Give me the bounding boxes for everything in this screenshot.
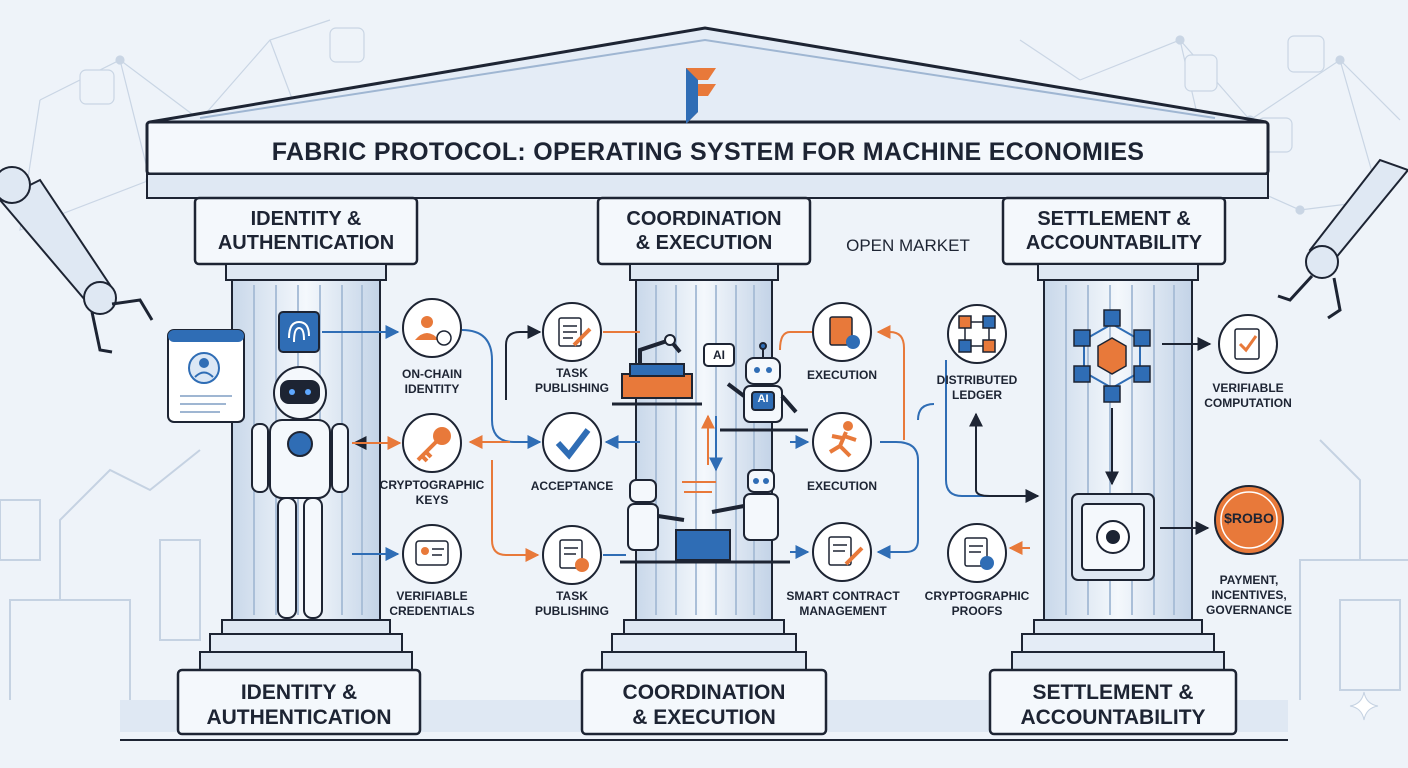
node-label-line: CRYPTOGRAPHIC [379,478,485,492]
open-market-label: OPEN MARKET [846,236,970,255]
pillar-footer-settlement: SETTLEMENT & ACCOUNTABILITY [990,680,1236,730]
pillar-coordination [580,196,828,736]
node-label-payment-incentives-governance: PAYMENT, INCENTIVES, GOVERNANCE [1194,573,1304,618]
pillar-header-line: SETTLEMENT & [1037,208,1191,230]
node-label-line: KEYS [415,493,449,507]
node-label-line: CREDENTIALS [389,604,475,618]
identity-connectors [322,325,402,561]
node-label-task-publishing: TASK PUBLISHING [522,366,622,396]
pillar-header-identity: IDENTITY & AUTHENTICATION [195,207,417,255]
robot-arm-machine-icon [612,334,702,406]
pillar-footer-line: SETTLEMENT & [1032,681,1194,704]
ai-badge-icon [703,343,735,367]
node-label-task-publishing-2: TASK PUBLISHING [522,589,622,619]
pillar-header-line: AUTHENTICATION [217,232,395,254]
ledger-cube-network-icon [1073,309,1151,403]
settlement-connectors [876,325,1212,559]
pillar-settlement [988,196,1238,736]
node-label-line: ON-CHAIN [402,367,462,381]
pillar-header-line: COORDINATION [626,208,782,230]
pillar-footer-coordination: COORDINATION & EXECUTION [582,680,826,730]
document-check-icon [964,537,994,570]
node-label-line: LEDGER [951,388,1002,402]
node-label-line: DISTRIBUTED [936,373,1018,387]
id-card-icon [415,540,449,566]
pillar-header-line: ACCOUNTABILITY [1025,232,1203,254]
node-label-line: PUBLISHING [534,604,609,618]
node-label-line: TASK [556,366,588,380]
coordination-connectors [461,325,812,562]
contract-pen-icon [828,536,864,566]
clipboard-check-icon [829,316,860,349]
running-person-icon [828,421,857,458]
node-label-line: PROOFS [951,604,1003,618]
node-label-line: INCENTIVES, [1211,588,1287,602]
robot-arm-left [0,166,154,354]
node-label-line: TASK [556,589,588,603]
node-label-line: PUBLISHING [534,381,609,395]
node-label-execution-2: EXECUTION [792,479,892,494]
pillar-footer-line: COORDINATION [622,681,786,704]
robot-arm-right [1277,158,1408,320]
robo-token-label: $ROBO [1224,510,1274,526]
pillar-header-settlement: SETTLEMENT & ACCOUNTABILITY [1003,207,1225,255]
checkmark-icon [555,428,591,460]
user-coin-icon [415,316,452,346]
key-icon [416,427,451,463]
ai-badge-label: AI [713,348,725,362]
robot-screen-ai-label: AI [757,393,769,405]
node-label-line: VERIFIABLE [1212,381,1284,395]
document-check-icon [1234,328,1260,360]
profile-card-icon [167,329,245,423]
assistant-robot-icon [720,342,808,432]
robo-coin-icon [1214,485,1284,555]
pillar-header-line: & EXECUTION [635,232,773,254]
node-label-on-chain-identity: ON-CHAIN IDENTITY [372,367,492,397]
pillar-header-line: IDENTITY & [250,208,362,230]
pillar-footer-line: & EXECUTION [632,706,776,729]
node-label-verifiable-credentials: VERIFIABLE CREDENTIALS [372,589,492,619]
pillar-footer-line: IDENTITY & [240,681,358,704]
network-nodes-icon [958,315,996,353]
node-label-smart-contract-management: SMART CONTRACT MANAGEMENT [782,589,904,619]
node-label-line: SMART CONTRACT [786,589,900,603]
fingerprint-icon [278,311,320,353]
node-label-line: PAYMENT, [1219,573,1279,587]
node-label-line: COMPUTATION [1204,396,1292,410]
sparkle-icon [1349,691,1379,721]
pillar-header-coordination: COORDINATION & EXECUTION [598,207,810,255]
fabric-logo-icon [686,68,716,124]
node-label-line: CRYPTOGRAPHIC [924,589,1030,603]
node-label-execution: EXECUTION [792,368,892,383]
node-label-line: EXECUTION [806,479,877,493]
node-label-line: ACCEPTANCE [530,479,614,493]
node-label-line: GOVERNANCE [1205,603,1292,617]
background-network [19,19,1401,231]
page-title: FABRIC PROTOCOL: OPERATING SYSTEM FOR MA… [271,138,1145,166]
workstation-robots-icon [620,414,790,564]
node-label-verifiable-computation: VERIFIABLE COMPUTATION [1188,381,1308,411]
node-label-line: IDENTITY [404,382,460,396]
humanoid-robot-icon [251,366,349,619]
node-label-line: MANAGEMENT [799,604,887,618]
vault-safe-icon [1071,493,1155,581]
document-check-icon [559,539,589,572]
node-label-distributed-ledger: DISTRIBUTED LEDGER [927,373,1027,403]
document-pen-icon [558,317,592,347]
node-label-line: EXECUTION [806,368,877,382]
pillar-footer-line: ACCOUNTABILITY [1020,706,1206,729]
node-label-acceptance: ACCEPTANCE [517,479,627,494]
pillar-footer-line: AUTHENTICATION [206,706,392,729]
node-label-cryptographic-proofs: CRYPTOGRAPHIC PROOFS [919,589,1035,619]
background-machinery [0,439,1408,700]
roof-pediment [145,26,1270,199]
node-label-cryptographic-keys: CRYPTOGRAPHIC KEYS [372,478,492,508]
pillar-footer-identity: IDENTITY & AUTHENTICATION [178,680,420,730]
node-label-line: VERIFIABLE [396,589,468,603]
